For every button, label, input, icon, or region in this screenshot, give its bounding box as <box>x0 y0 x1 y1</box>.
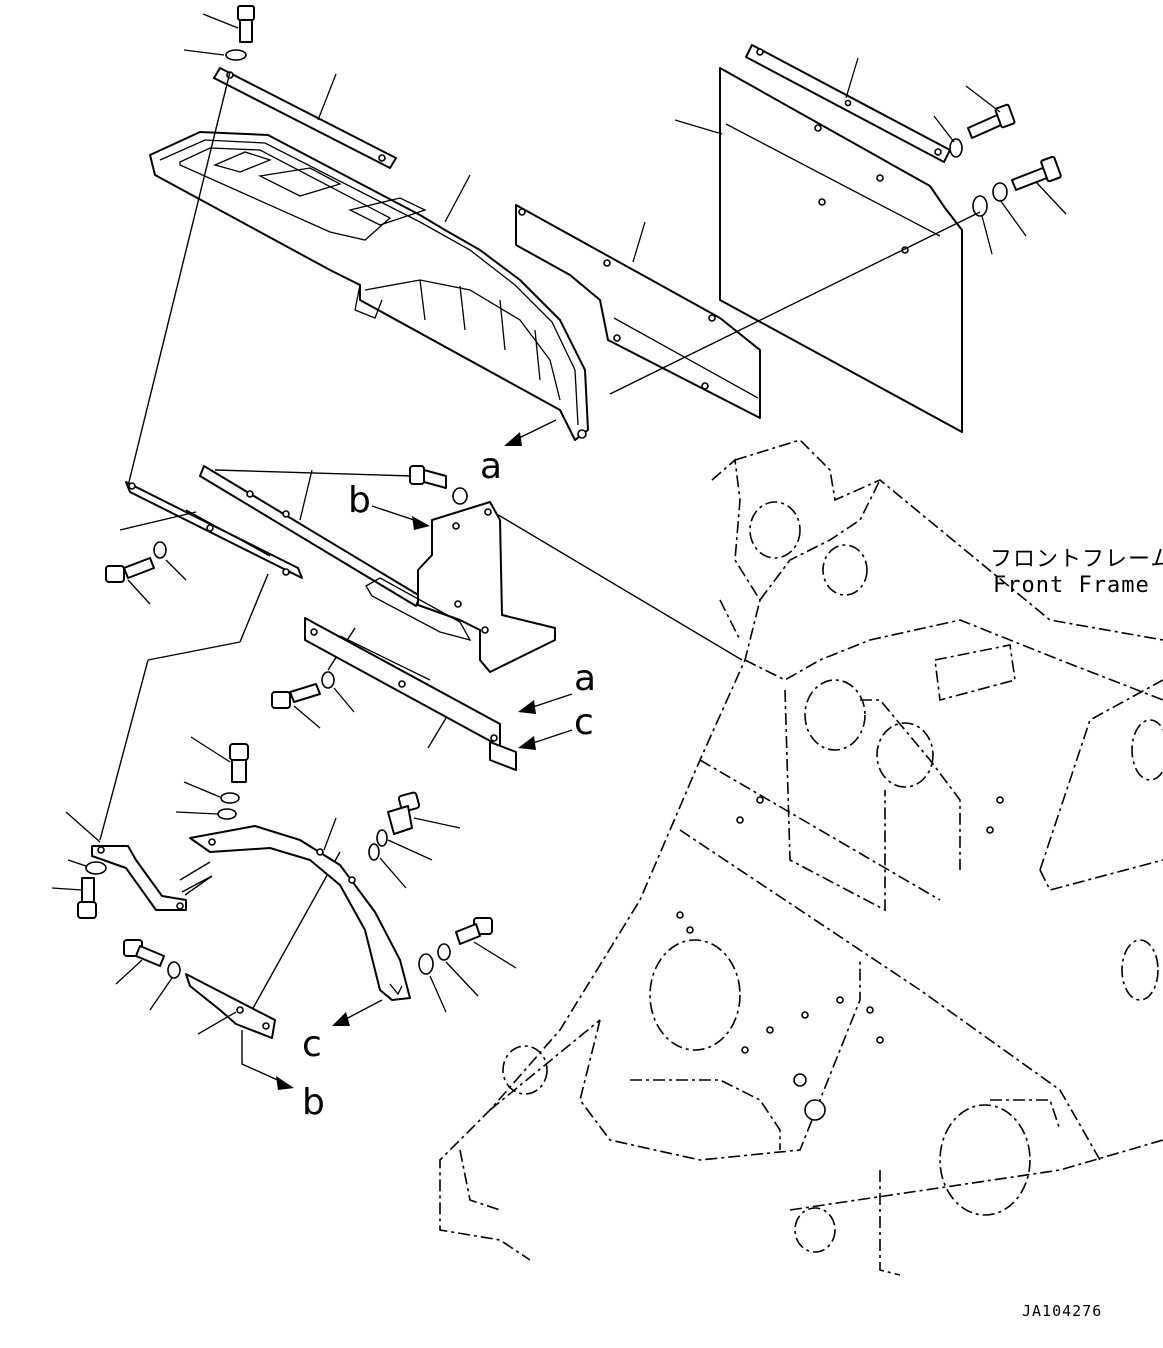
bolt-mid-center <box>271 683 321 729</box>
washer-lower-bottom <box>149 961 181 1011</box>
backing-plate-right <box>515 204 761 419</box>
front-frame-label-japanese: フロントフレーム <box>990 547 1163 572</box>
callout-arrows <box>241 419 573 1090</box>
washer-mid-center <box>321 671 355 713</box>
support-bar-mid <box>304 617 517 771</box>
washer-mid-left <box>153 541 187 581</box>
bolt-top-right-upper <box>965 85 1016 139</box>
washer-lower-right-bottom <box>418 943 479 1013</box>
callout-label-c-bottom: c <box>302 1024 322 1065</box>
mud-flap <box>674 67 963 433</box>
bolt-lower-top <box>190 736 249 783</box>
washer-lower-left <box>67 859 107 875</box>
front-frame <box>439 439 1163 1276</box>
callout-label-a-mid: a <box>574 658 596 699</box>
fender-bracket <box>365 501 556 673</box>
drawing-code: JA104276 <box>1022 1302 1102 1320</box>
callout-labels: a b a c c b <box>302 446 596 1123</box>
spacer-strip-top <box>213 67 397 169</box>
callout-label-c-mid: c <box>574 702 594 743</box>
stay-bracket-left <box>65 811 187 911</box>
washer-top-right-upper <box>933 115 963 158</box>
bolt-lower-left <box>51 877 97 919</box>
bolt-lower-right-bottom <box>455 917 517 969</box>
washer-top-right-lower <box>972 182 1027 255</box>
rear-fender-stay <box>189 817 411 1001</box>
callout-label-a-top: a <box>480 446 502 487</box>
bolt-mid-top <box>409 465 447 489</box>
bolt-lower-right-top <box>387 791 461 835</box>
bolt-top-left <box>202 5 255 43</box>
bolt-lower-bottom <box>115 939 165 985</box>
washer-lower-right-top <box>368 829 433 889</box>
washer-mid-top <box>452 487 468 505</box>
assembly-lines <box>99 71 981 1011</box>
clip-bracket-lower <box>185 973 276 1039</box>
callout-label-b-bottom: b <box>302 1082 325 1123</box>
mounting-bar-middle <box>199 465 421 607</box>
washer-top-left <box>183 49 247 61</box>
spacer-strip-top-right <box>745 44 951 163</box>
front-fender <box>149 131 589 441</box>
callout-label-b-top: b <box>348 480 371 521</box>
bolt-top-right-lower <box>1011 155 1067 215</box>
washer-lower-top <box>175 781 240 820</box>
front-frame-label-english: Front Frame <box>993 573 1150 598</box>
mounting-bar-left <box>119 481 303 579</box>
bolt-mid-left <box>105 557 155 605</box>
